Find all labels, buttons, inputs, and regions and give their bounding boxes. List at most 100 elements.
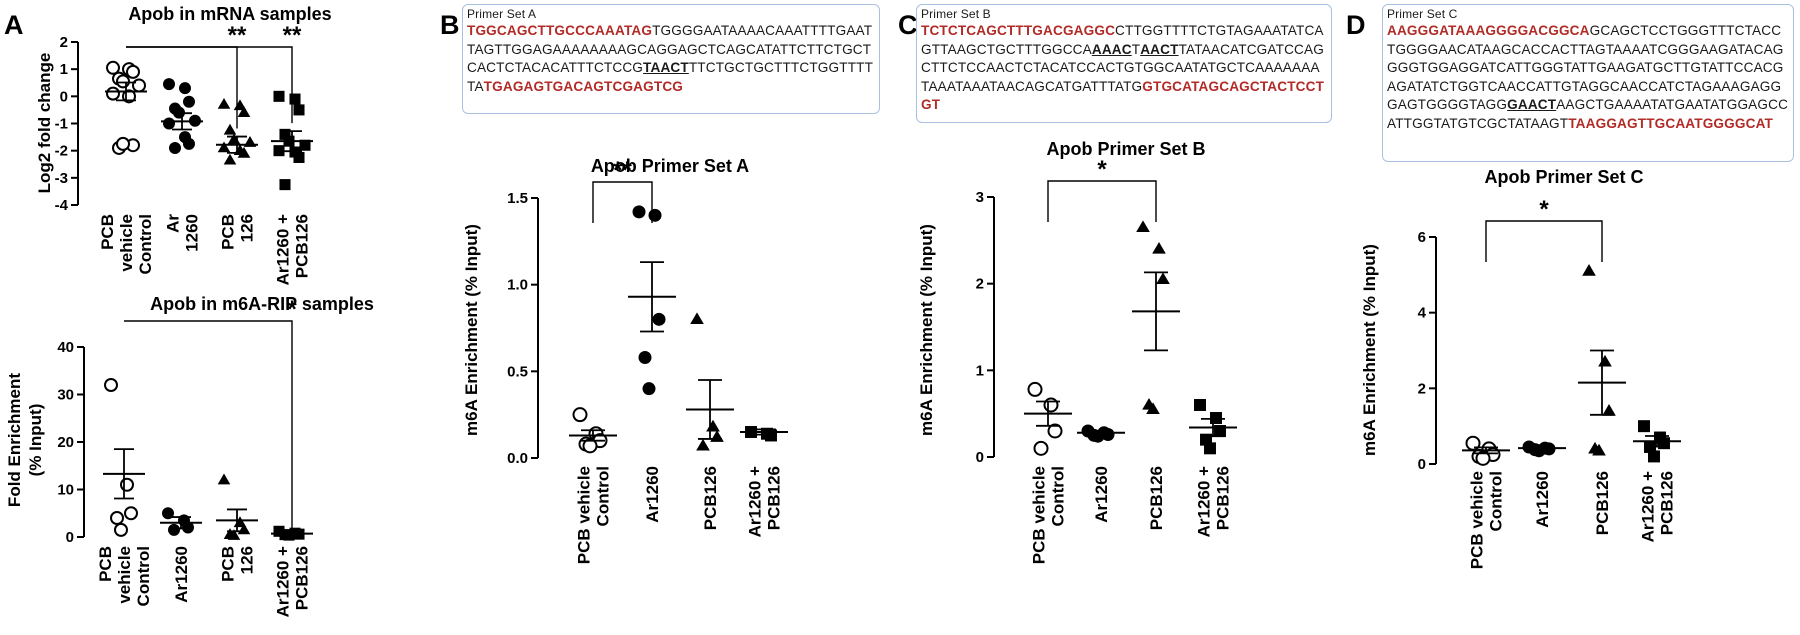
x-category-label: Ar1260 +PCB126 [274,214,312,285]
x-category-label: PCB126 [701,466,720,530]
y-tick-label: 2 [1418,380,1426,397]
sequence-text: AAGGGATAAAGGGGACGGCAGCAGCTCCTGGGTTTCTACC… [1387,22,1789,133]
data-point-circle [169,141,181,154]
data-point-circle [642,382,656,396]
y-tick-label: 3 [976,189,984,206]
y-tick-label: -4 [55,197,69,214]
data-point-square [279,179,291,191]
significance-label: * [1097,156,1107,183]
drach-motif: AACT [1140,41,1179,57]
y-tick-label: 0 [976,449,984,466]
data-point-triangle [217,98,231,109]
data-point-open-circle [1043,397,1059,413]
data-point-triangle [1152,241,1166,254]
y-tick-label: -3 [55,170,68,187]
data-point-triangle [227,133,241,145]
data-point-circle [179,82,191,95]
x-category-label: Ar1260 [1533,471,1552,528]
data-point-square [279,128,291,140]
y-axis-label: m6A Enrichment (% Input) [917,224,936,436]
x-category-label: PCB vehicleControl [1468,471,1506,569]
data-point-open-circle [116,74,130,89]
x-category-label: Ar1260 [1092,466,1111,523]
panel-letter-b: B [440,10,460,40]
y-tick-label: 4 [1418,305,1427,322]
data-point-triangle [227,529,241,540]
primer-sequence: AAGGGATAAAGGGGACGGCA [1387,23,1590,38]
data-point-open-circle [132,78,146,93]
data-point-square [289,93,301,105]
data-point-triangle [696,438,710,451]
significance-bracket [126,46,293,124]
x-category-label: PCB126 [219,546,257,582]
data-point-triangle [690,312,704,325]
data-point-open-circle [104,378,118,392]
data-point-circle [163,117,175,130]
y-axis-label: m6A Enrichment (% Input) [462,224,481,436]
data-point-circle [168,523,180,536]
x-category-label: Ar1260 [172,546,191,603]
x-category-label: PCB126 [1593,471,1612,535]
chart-title: Apob in m6A-RIP samples [150,294,374,314]
data-point-triangle [217,141,231,153]
data-point-square [273,145,285,157]
data-point-triangle [233,99,247,111]
x-category-label: PCB vehicleControl [1030,466,1068,564]
chart-title: Apob Primer Set B [1046,139,1205,159]
sequence-title: Primer Set B [921,7,991,21]
sequence-segment: TTCTGCTGCTTTCTGGTTTTTA [467,60,874,94]
data-point-square [1638,420,1650,433]
data-point-open-circle [126,64,140,79]
significance-bracket [124,320,293,531]
y-tick-label: -2 [55,143,68,160]
significance-bracket [1047,180,1157,222]
chart-title: Apob Primer Set A [591,156,749,176]
y-tick-label: 20 [57,434,74,451]
y-tick-label: 1.0 [507,277,528,294]
y-tick-label: 1 [976,362,984,379]
data-point-open-circle [1047,423,1063,439]
data-point-triangle [223,123,237,135]
x-category-label: PCBvehicleControl [98,214,155,274]
data-point-circle [182,521,194,534]
significance-bracket [1485,220,1603,262]
data-point-square [293,151,305,163]
primer-sequence: TGAGAGTGACAGTCGAGTCG [483,78,684,94]
y-axis-label: Log2 fold change [35,53,54,194]
data-point-open-circle [1475,450,1491,466]
sequence-segment: T [1131,41,1141,57]
data-point-triangle [1598,354,1612,367]
chart-title: Apob Primer Set C [1484,167,1643,187]
y-tick-label: 0 [1418,456,1426,473]
y-axis-label: Fold Enrichment(% Input) [5,373,45,507]
data-point-circle [163,78,175,91]
data-point-square [1194,399,1206,411]
y-tick-label: 2 [976,276,984,293]
data-point-triangle [217,473,231,485]
drach-motif: AAAC [1091,41,1132,57]
data-point-square [273,90,285,102]
x-category-label: Ar1260 [164,214,202,252]
y-tick-label: 1 [60,61,68,78]
data-point-circle [632,205,646,219]
data-point-square [1204,442,1216,455]
x-category-label: Ar1260 +PCB126 [1195,466,1233,537]
y-tick-label: 30 [57,387,74,404]
data-point-circle [183,95,195,108]
drach-motif: GAACT [1507,97,1557,112]
data-point-triangle [1592,443,1606,456]
data-point-triangle [1146,402,1160,415]
data-point-open-circle [582,438,598,454]
y-tick-label: 2 [60,34,68,51]
data-point-open-circle [106,86,120,101]
significance-label: ** [228,22,247,49]
data-point-square [1200,433,1212,446]
sequence-box-primer-set-b: Primer Set B TCTCTCAGCTTTGACGAGGCCTTGGTT… [916,4,1332,123]
sequence-box-primer-set-c: Primer Set C AAGGGATAAAGGGGACGGCAGCAGCTC… [1382,4,1794,162]
significance-label: ** [283,22,302,49]
data-point-triangle [223,153,237,165]
data-point-triangle [237,106,251,117]
data-point-circle [648,208,662,222]
